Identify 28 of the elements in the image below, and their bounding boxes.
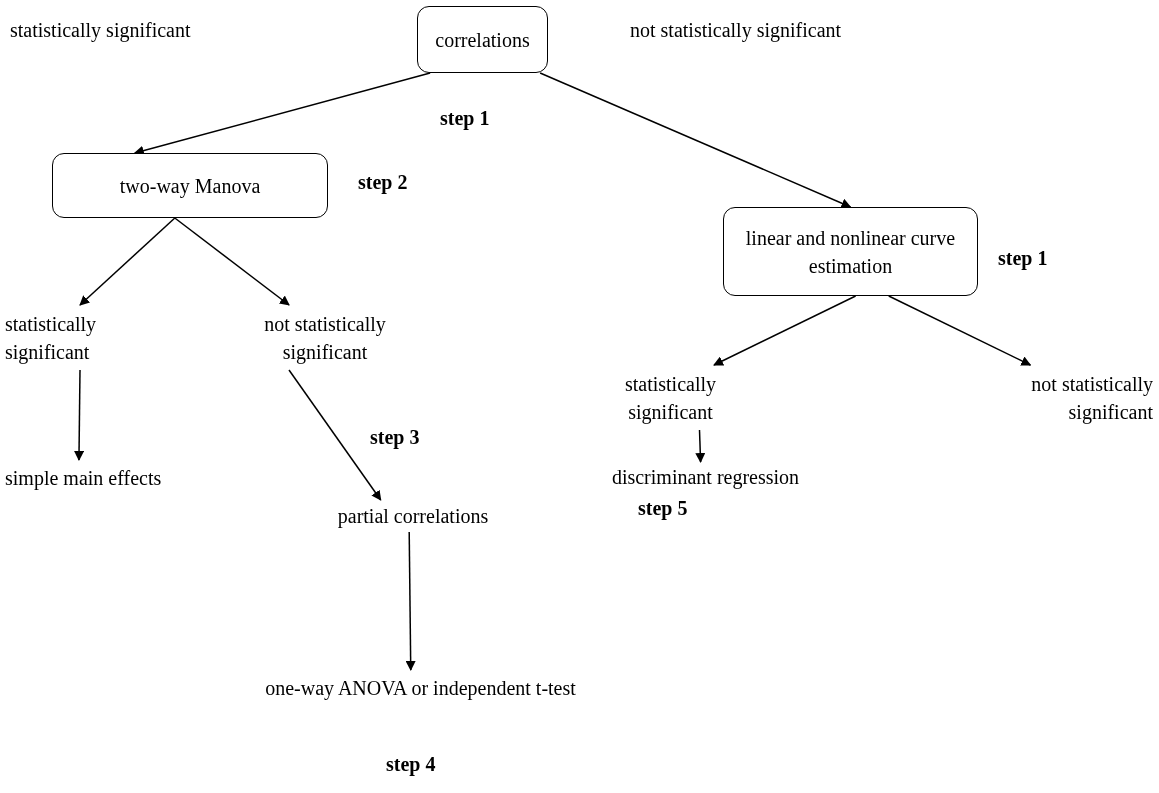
step-label: step 1 <box>440 106 490 132</box>
outcome-text: simple main effects <box>5 460 260 495</box>
arrow <box>888 295 1032 366</box>
outcome-text: not statistically significant <box>235 305 415 370</box>
arrow <box>695 429 706 463</box>
arrow <box>405 531 416 671</box>
arrow <box>288 369 382 501</box>
arrow <box>74 369 85 461</box>
outcome-text: one-way ANOVA or independent t-test <box>258 670 583 705</box>
branch-label: not statistically significant <box>630 18 842 44</box>
branch-label: statistically significant <box>10 18 191 44</box>
step-label: step 2 <box>358 170 408 196</box>
step-label: step 3 <box>370 425 420 451</box>
outcome-text: statistically significant <box>598 365 743 430</box>
arrow <box>713 295 857 366</box>
step-label: step 4 <box>386 752 436 778</box>
arrow <box>539 72 852 208</box>
process-box: correlations <box>417 6 548 73</box>
process-box: linear and nonlinear curve estimation <box>723 207 978 296</box>
arrow <box>79 217 176 306</box>
outcome-text: discriminant regression <box>583 462 828 492</box>
outcome-text: not statistically significant <box>985 365 1153 430</box>
step-label: step 1 <box>998 246 1048 272</box>
process-box: two-way Manova <box>52 153 328 218</box>
step-label: step 5 <box>638 496 688 522</box>
arrow <box>174 217 290 306</box>
outcome-text: partial correlations <box>318 500 508 532</box>
outcome-text: statistically significant <box>5 305 155 370</box>
